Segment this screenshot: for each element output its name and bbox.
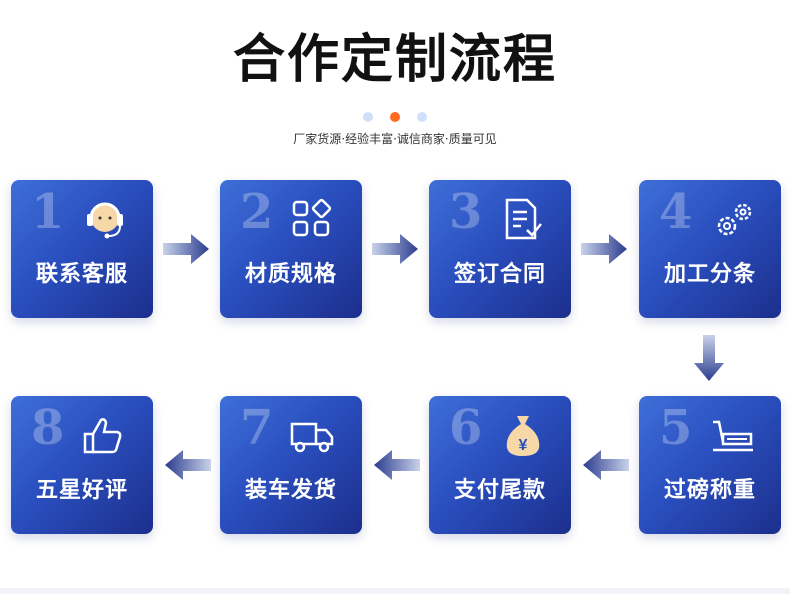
step-card-4: 4 加工分条 bbox=[639, 180, 781, 318]
step-label: 签订合同 bbox=[453, 262, 546, 287]
grid-shapes-icon bbox=[292, 198, 332, 237]
arrow-left-icon bbox=[374, 450, 420, 480]
step-label: 五星好评 bbox=[35, 478, 128, 503]
step-number: 3 bbox=[449, 184, 483, 240]
step-number: 5 bbox=[659, 400, 693, 456]
scale-icon bbox=[713, 420, 753, 452]
arrow-right-icon bbox=[372, 234, 418, 264]
step-number: 8 bbox=[31, 400, 65, 456]
delivery-truck-icon bbox=[290, 422, 334, 453]
contract-document-icon bbox=[505, 198, 542, 240]
svg-text:¥: ¥ bbox=[519, 437, 528, 454]
step-card-3: 3 签订合同 bbox=[429, 180, 571, 318]
money-bag-icon: ¥ bbox=[506, 416, 540, 456]
gears-icon bbox=[717, 203, 752, 236]
step-card-1: 1 联系客服 bbox=[11, 180, 153, 318]
thumbs-up-icon bbox=[83, 418, 122, 454]
page-title: 合作定制流程 bbox=[232, 30, 557, 90]
step-card-5: 5 过磅称重 bbox=[639, 396, 781, 534]
step-label: 材质规格 bbox=[244, 262, 337, 287]
page-subtitle: 厂家货源·经验丰富·诚信商家·质量可见 bbox=[293, 132, 497, 146]
pagination-dots bbox=[0, 112, 790, 122]
step-label: 加工分条 bbox=[663, 262, 756, 287]
step-card-7: 7 装车发货 bbox=[220, 396, 362, 534]
dot-left bbox=[363, 112, 373, 122]
step-label: 联系客服 bbox=[35, 262, 128, 287]
arrow-left-icon bbox=[165, 450, 211, 480]
step-card-6: 6 ¥ 支付尾款 bbox=[429, 396, 571, 534]
step-number: 4 bbox=[659, 184, 693, 240]
arrow-left-icon bbox=[583, 450, 629, 480]
arrow-right-icon bbox=[163, 234, 209, 264]
customer-service-headset-icon bbox=[87, 202, 123, 239]
step-number: 2 bbox=[240, 184, 274, 240]
step-number: 7 bbox=[240, 400, 274, 456]
step-label: 过磅称重 bbox=[663, 478, 756, 503]
dot-active bbox=[390, 112, 400, 122]
step-label: 支付尾款 bbox=[453, 478, 546, 503]
arrow-down-icon bbox=[694, 335, 724, 381]
step-number: 6 bbox=[449, 400, 483, 456]
step-label: 装车发货 bbox=[244, 478, 337, 503]
arrow-right-icon bbox=[581, 234, 627, 264]
footer-divider bbox=[0, 588, 790, 594]
step-card-8: 8 五星好评 bbox=[11, 396, 153, 534]
dot-right bbox=[417, 112, 427, 122]
step-card-2: 2 材质规格 bbox=[220, 180, 362, 318]
step-number: 1 bbox=[31, 184, 65, 240]
